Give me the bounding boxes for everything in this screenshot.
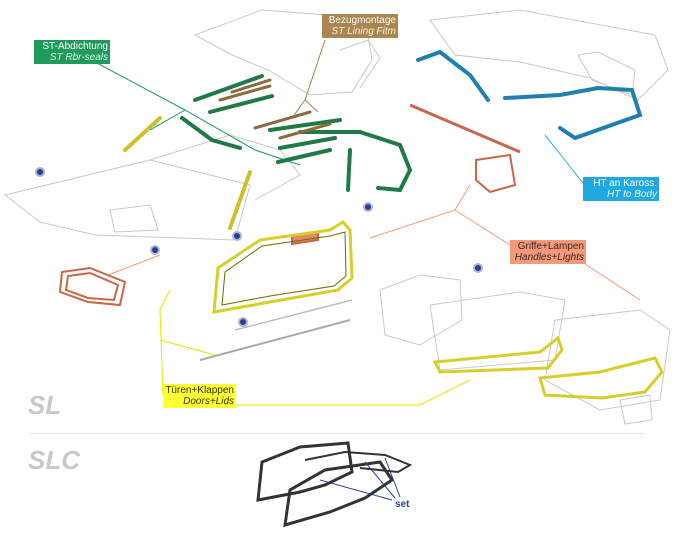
front-grille-outline: [109, 204, 159, 233]
label-en: Doors+Lids: [183, 396, 234, 407]
label-en: ST Rbr-seals: [49, 52, 108, 63]
marker-dot: [150, 245, 160, 255]
label-lining-fitment: Bezugmontage ST Lining Fitm: [322, 14, 398, 38]
hood-outline: [429, 291, 566, 371]
handles-callout-3: [581, 261, 641, 301]
rear-light-seal-inner: [64, 271, 120, 302]
trunk-lid-outline: [544, 309, 671, 411]
hood-seal: [432, 335, 564, 374]
seal-strip-7: [346, 148, 352, 192]
label-de: Bezugmontage: [328, 15, 396, 26]
lining-strip-1: [218, 84, 272, 102]
doors-callout-3: [159, 339, 216, 356]
marker-dot: [473, 263, 483, 273]
label-hardtop-to-body: HT an Kaross. HT to Body: [583, 177, 659, 201]
door-seal-inner: [221, 231, 347, 306]
set-label: set: [395, 499, 410, 510]
hardtop-window-outline: [577, 51, 636, 96]
doors-lids: [212, 220, 664, 400]
slc-set-line-2: [364, 461, 396, 499]
seal-strip-1: [193, 74, 264, 102]
inner-panel-outline: [379, 274, 463, 346]
slc-seal-1: [256, 441, 354, 502]
seal-strip-4: [268, 118, 342, 132]
label-handles-lights: Griffe+Lampen Handles+Lights: [510, 240, 586, 264]
hardtop-callout: [544, 134, 584, 184]
handles-callout-4: [107, 254, 161, 276]
hardtop-seals: [416, 49, 643, 141]
seal-strip-5: [278, 136, 337, 150]
hardtop-seal-left: [416, 49, 490, 102]
slc-seal-2: [283, 460, 395, 528]
callout-lines: [94, 39, 641, 406]
doors-callout-2: [232, 379, 471, 406]
soft-top-frame-inner: [339, 39, 381, 89]
lining-strip-3: [253, 110, 312, 130]
a-pillar-seal-right: [228, 170, 252, 230]
soft-top-frame-outline: [193, 9, 373, 96]
trim-strip: [409, 103, 521, 154]
marker-dot: [363, 202, 373, 212]
soft-top-seals: [123, 74, 413, 230]
lining-strips: [218, 78, 332, 140]
seals-callout: [94, 61, 301, 166]
car-body-outline: [3, 9, 671, 425]
lining-callout: [304, 39, 326, 113]
marker-dot: [232, 231, 242, 241]
seal-strip-6: [276, 148, 332, 164]
sill-trim-outline-2: [234, 299, 353, 331]
model-sl-heading: SL: [28, 390, 62, 420]
label-en: HT to Body: [606, 189, 657, 200]
trunk-seal: [538, 356, 664, 400]
label-de: HT an Kaross.: [593, 178, 657, 189]
door-seal-outline: [212, 220, 354, 314]
a-pillar-seal-left: [123, 116, 162, 152]
model-slc-heading: SLC: [28, 445, 80, 475]
marker-dot: [238, 317, 248, 327]
label-en: Handles+Lights: [514, 252, 584, 263]
label-doors-lids: Türen+Klappen Doors+Lids: [163, 384, 236, 408]
label-st-seals: ST-Abdichtung ST Rbr-seals: [34, 40, 110, 64]
slc-set-line-1: [319, 479, 393, 501]
sill-trim-outline: [199, 319, 351, 361]
slc-seal-set: [256, 441, 413, 528]
hardtop-seal-right: [503, 85, 643, 141]
section-divider: [30, 433, 645, 434]
label-en: ST Lining Fitm: [331, 26, 396, 37]
label-de: Griffe+Lampen: [517, 241, 584, 252]
label-de: ST-Abdichtung: [42, 41, 108, 52]
marker-dot: [35, 167, 45, 177]
seals-callout-branch: [149, 109, 186, 131]
label-de: Türen+Klappen: [165, 385, 234, 396]
rear-light-seal: [58, 266, 127, 307]
lining-strip-2: [230, 78, 272, 94]
lining-strip-4: [278, 122, 332, 140]
handles-callout: [369, 209, 511, 246]
doors-callout: [159, 289, 171, 396]
trunk-light-seal: [475, 153, 517, 194]
seal-strip-2: [208, 94, 274, 114]
seal-arch: [298, 130, 413, 193]
marker-dots: [35, 167, 483, 327]
slc-seal-3: [304, 450, 413, 474]
handles-callout-2: [454, 184, 471, 211]
hardtop-outline: [429, 9, 669, 101]
handles-lights: [58, 103, 521, 307]
slc-set-line-3: [384, 457, 401, 498]
seal-strip-3: [180, 116, 242, 150]
lining-callout-branch: [291, 99, 306, 119]
bumper-outline: [619, 394, 653, 425]
